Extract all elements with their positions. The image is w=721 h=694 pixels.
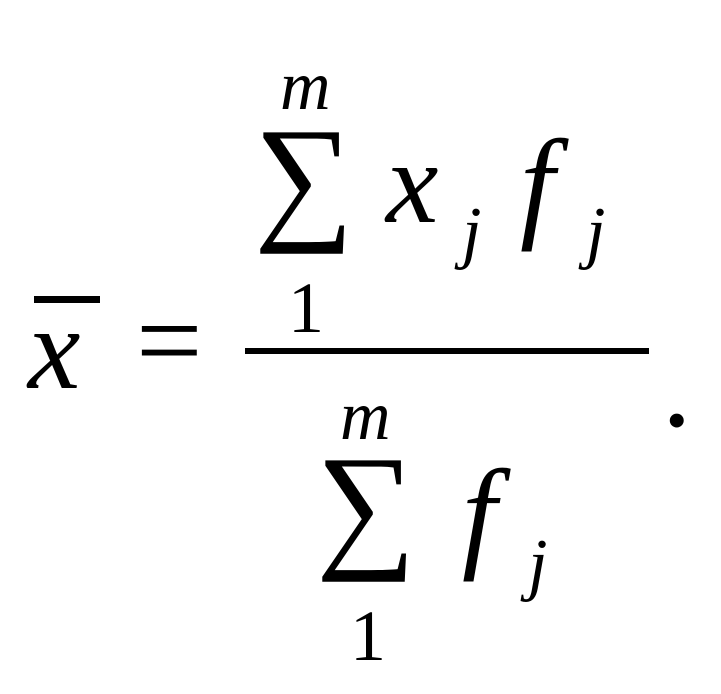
denominator-f-subscript: j <box>528 526 548 603</box>
numerator-sum-symbol: ∑ <box>254 100 354 255</box>
numerator-upper-limit: m <box>280 48 331 125</box>
numerator-x-base: x <box>386 117 439 248</box>
numerator-f-base: f <box>520 115 555 252</box>
denominator-upper-limit: m <box>340 378 391 455</box>
denominator-sum-symbol: ∑ <box>316 428 416 583</box>
equals-sign: = <box>136 275 203 406</box>
numerator-f-subscript: j <box>586 194 606 271</box>
overbar <box>34 296 100 303</box>
denominator-lower-limit: 1 <box>350 596 386 676</box>
mean-variable: x <box>28 283 81 414</box>
terminator-period: . <box>662 321 692 452</box>
numerator-lower-limit: 1 <box>288 268 324 348</box>
fraction-bar <box>245 348 649 354</box>
denominator-f-base: f <box>462 445 497 582</box>
numerator-x-subscript: j <box>462 194 482 271</box>
